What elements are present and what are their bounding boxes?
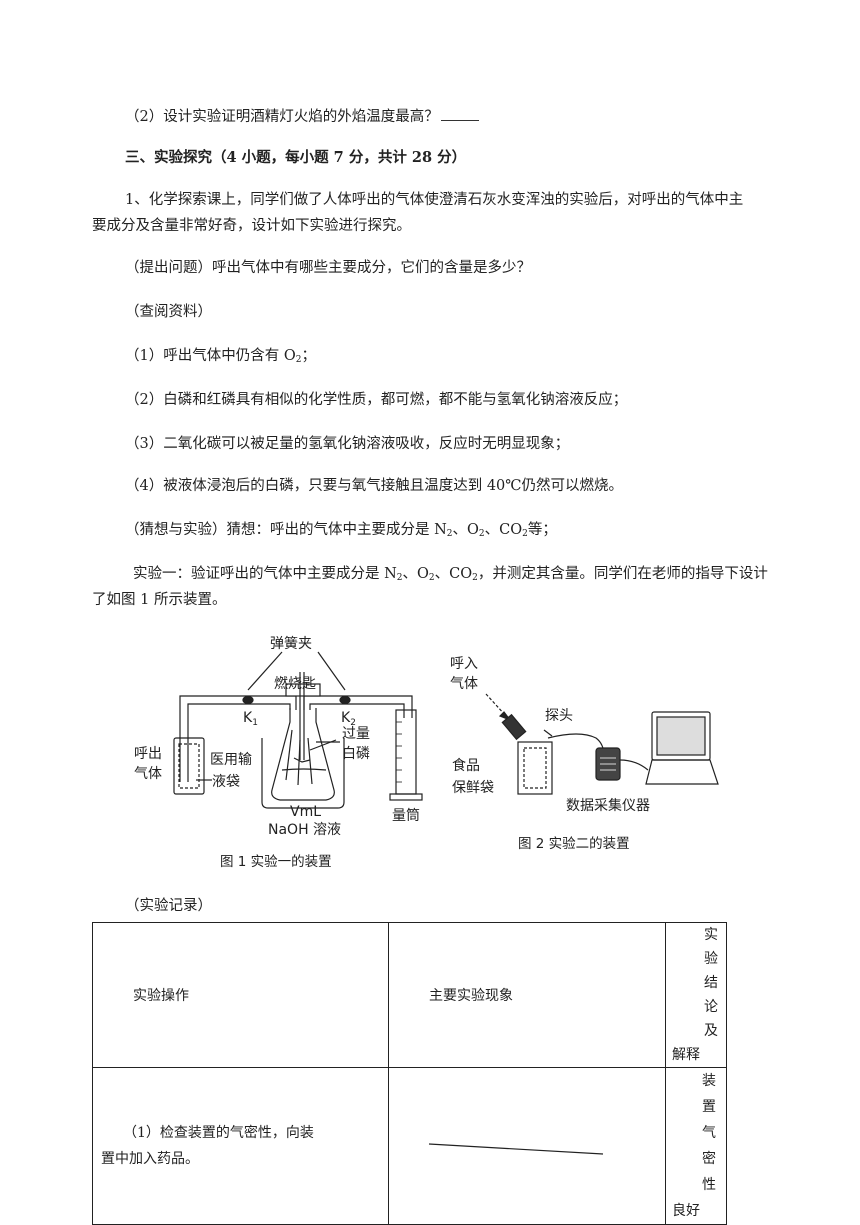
label-naoh: NaOH 溶液 xyxy=(268,822,341,838)
problem-intro-line1: 1、化学探索课上，同学们做了人体呼出的气体使澄清石灰水变浑浊的实验后，对呼出的气… xyxy=(125,192,744,208)
figure-1-labels: 弹簧夹 燃烧匙 K1 K2 呼出 气体 医用输 液袋 过量 白磷 VmL NaO… xyxy=(134,636,420,870)
guess-prefix: （猜想与实验）猜想：呼出的气体中主要成分是 N xyxy=(125,522,447,538)
label-collector: 数据采集仪器 xyxy=(566,797,650,814)
guess-sub-n: 2 xyxy=(446,529,453,539)
label-inhale-2: 气体 xyxy=(450,676,478,692)
label-bag-1: 医用输 xyxy=(210,752,252,768)
guess-sub-o: 2 xyxy=(478,529,485,539)
exp1-sub-co: 2 xyxy=(472,573,478,583)
row1-phenomenon xyxy=(388,1067,666,1225)
question-2: （2）设计实验证明酒精灯火焰的外焰温度最高？ xyxy=(125,106,479,127)
exp1-mid1: 、O xyxy=(402,566,429,582)
record-table: 实验操作 主要实验现象 实验结论及 解释 （1）检查装置的气密性，向装 置中加入… xyxy=(92,922,727,1225)
exp1-line2: 了如图 1 所示装置。 xyxy=(92,592,227,608)
figure-2-caption: 图 2 实验二的装置 xyxy=(518,836,630,852)
lookup-title: （查阅资料） xyxy=(125,304,212,320)
info-2: （2）白磷和红磷具有相似的化学性质，都可燃，都不能与氢氧化钠溶液反应； xyxy=(125,392,628,408)
guess-mid1: 、O xyxy=(452,522,479,538)
row1-strike-line xyxy=(428,1143,604,1155)
row1-operation-1: （1）检查装置的气密性，向装 xyxy=(123,1125,314,1141)
row1-conclusion-1: 装置气密性 xyxy=(702,1073,716,1193)
label-k2-letter: K xyxy=(341,710,351,726)
row1-conclusion: 装置气密性 良好 xyxy=(665,1067,727,1225)
label-k1-letter: K xyxy=(243,710,253,726)
guess-suffix: 等； xyxy=(527,522,557,538)
raise-question: （提出问题）呼出气体中有哪些主要成分，它们的含量是多少？ xyxy=(125,260,531,276)
figure-1-drawing xyxy=(173,651,423,809)
header-conclusion-1: 实验结论及 xyxy=(704,927,718,1039)
table-row: （1）检查装置的气密性，向装 置中加入药品。 装置气密性 良好 xyxy=(92,1067,727,1225)
exp1-suffix: ，并测定其含量。同学们在老师的指导下设计 xyxy=(477,566,768,582)
guess-sub-co: 2 xyxy=(522,529,528,539)
label-excess-2: 白磷 xyxy=(342,746,370,762)
apparatus-figures: 弹簧夹 燃烧匙 K1 K2 呼出 气体 医用输 液袋 过量 白磷 VmL NaO… xyxy=(134,636,719,870)
info-4: （4）被液体浸泡后的白磷，只要与氧气接触且温度达到 40℃仍然可以燃烧。 xyxy=(125,478,624,494)
label-probe: 探头 xyxy=(545,708,573,724)
header-phenomenon: 主要实验现象 xyxy=(388,922,666,1068)
label-cylinder: 量筒 xyxy=(392,807,420,824)
section-title: 三、实验探究（4 小题，每小题 7 分，共计 28 分） xyxy=(125,149,467,166)
label-spoon: 燃烧匙 xyxy=(274,675,316,692)
row1-operation-2: 置中加入药品。 xyxy=(101,1151,199,1167)
question-2-text: （2）设计实验证明酒精灯火焰的外焰温度最高？ xyxy=(125,109,439,125)
info-3: （3）二氧化碳可以被足量的氢氧化钠溶液吸收，反应时无明显现象； xyxy=(125,436,570,452)
label-exhaled-2: 气体 xyxy=(134,766,162,782)
figure-2-drawing xyxy=(485,693,719,795)
label-food-1: 食品 xyxy=(452,757,480,774)
record-title: （实验记录） xyxy=(125,898,212,914)
label-k2: K2 xyxy=(341,710,356,728)
exp1-sub-o: 2 xyxy=(428,573,435,583)
info-1-suffix: ； xyxy=(301,348,316,364)
label-exhaled-1: 呼出 xyxy=(134,746,162,762)
label-spring-clip: 弹簧夹 xyxy=(270,636,312,652)
info-1-prefix: （1）呼出气体中仍含有 O xyxy=(125,348,296,364)
exp1-prefix: 实验一：验证呼出的气体中主要成分是 N xyxy=(133,566,397,582)
guess-line: （猜想与实验）猜想：呼出的气体中主要成分是 N2、O2、CO2等； xyxy=(125,520,557,544)
info-1: （1）呼出气体中仍含有 O2； xyxy=(125,346,316,370)
label-excess-1: 过量 xyxy=(342,726,370,742)
header-conclusion: 实验结论及 解释 xyxy=(665,922,727,1068)
exp1-line1: 实验一：验证呼出的气体中主要成分是 N2、O2、CO2，并测定其含量。同学们在老… xyxy=(133,564,768,588)
figure-2-labels: 呼入 气体 探头 食品 保鲜袋 数据采集仪器 图 2 实验二的装置 xyxy=(450,656,650,852)
exp1-mid2: 、CO xyxy=(434,566,473,582)
label-k1-sub: 1 xyxy=(252,718,258,728)
header-conclusion-2: 解释 xyxy=(672,1047,700,1063)
label-bag-2: 液袋 xyxy=(212,774,240,790)
label-volume: VmL xyxy=(290,804,321,820)
label-food-2: 保鲜袋 xyxy=(452,780,494,796)
table-header-row: 实验操作 主要实验现象 实验结论及 解释 xyxy=(92,922,727,1068)
row1-conclusion-2: 良好 xyxy=(672,1203,700,1219)
label-k2-sub: 2 xyxy=(350,718,356,728)
label-inhale-1: 呼入 xyxy=(450,656,478,672)
guess-mid2: 、CO xyxy=(484,522,523,538)
header-operation: 实验操作 xyxy=(92,922,389,1068)
info-1-sub: 2 xyxy=(295,355,302,365)
problem-intro-line2: 要成分及含量非常好奇，设计如下实验进行探究。 xyxy=(92,218,411,234)
label-k1: K1 xyxy=(243,710,258,728)
exp1-sub-n: 2 xyxy=(396,573,403,583)
figure-1-caption: 图 1 实验一的装置 xyxy=(220,854,332,870)
answer-blank xyxy=(440,106,479,121)
row1-operation: （1）检查装置的气密性，向装 置中加入药品。 xyxy=(92,1067,389,1225)
